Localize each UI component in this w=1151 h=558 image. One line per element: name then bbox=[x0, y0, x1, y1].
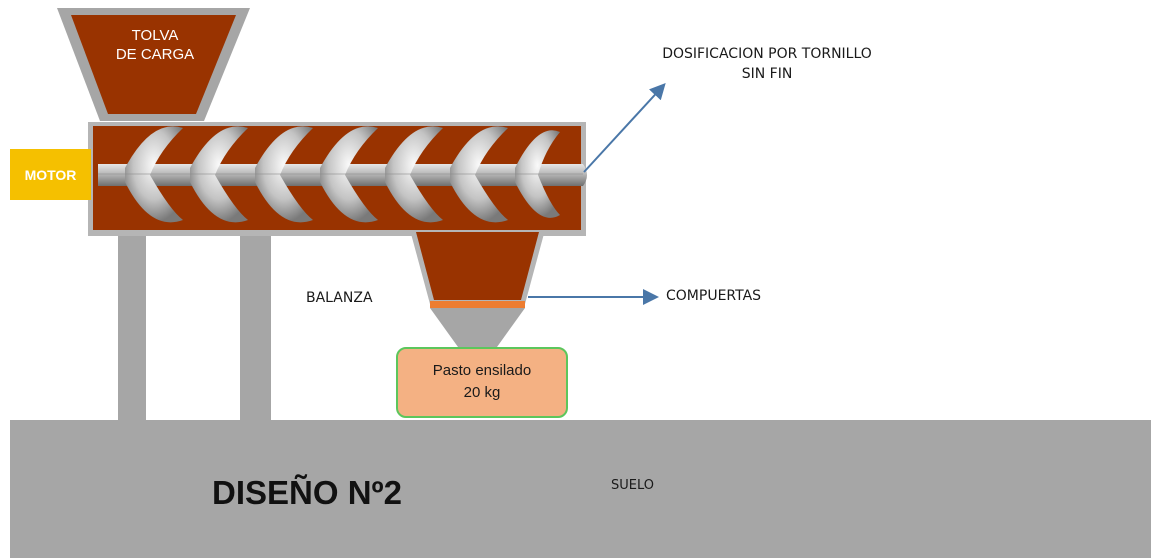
screw-flight bbox=[255, 126, 313, 223]
hopper-label-line2: DE CARGA bbox=[115, 46, 195, 63]
screw-flight bbox=[190, 126, 248, 223]
screw-conveyor bbox=[98, 126, 587, 223]
hopper-label: TOLVA DE CARGA bbox=[95, 26, 215, 64]
scale-label: BALANZA bbox=[306, 290, 373, 306]
ground-slab bbox=[10, 420, 1151, 558]
motor-label: MOTOR bbox=[24, 166, 77, 183]
scale-hopper bbox=[410, 230, 545, 304]
hopper-label-line1: TOLVA bbox=[131, 27, 179, 44]
ground-label: SUELO bbox=[611, 478, 654, 493]
screw-flight bbox=[385, 126, 443, 223]
gates-label: COMPUERTAS bbox=[666, 288, 762, 304]
bag-label-line1: Pasto ensilado bbox=[432, 362, 532, 379]
support-leg-left bbox=[118, 232, 146, 420]
screw-flight bbox=[450, 126, 508, 223]
discharge-chute bbox=[430, 308, 525, 347]
support-leg-right bbox=[240, 232, 271, 420]
screw-dosing-label: DOSIFICACION POR TORNILLO SIN FIN bbox=[622, 44, 912, 84]
screw-flight bbox=[320, 126, 378, 223]
screw-dosing-label-line1: DOSIFICACION POR TORNILLO bbox=[662, 46, 872, 62]
screw-flight bbox=[125, 126, 183, 223]
screw-dosing-label-line2: SIN FIN bbox=[741, 66, 793, 82]
discharge-gate bbox=[430, 301, 525, 308]
loading-hopper bbox=[57, 8, 250, 121]
silage-bag: Pasto ensilado 20 kg bbox=[396, 347, 568, 418]
screw-label-leader bbox=[583, 83, 666, 173]
design-title: DISEÑO Nº2 bbox=[212, 474, 402, 511]
motor-block: MOTOR bbox=[10, 149, 91, 200]
bag-label-line2: 20 kg bbox=[463, 384, 501, 401]
